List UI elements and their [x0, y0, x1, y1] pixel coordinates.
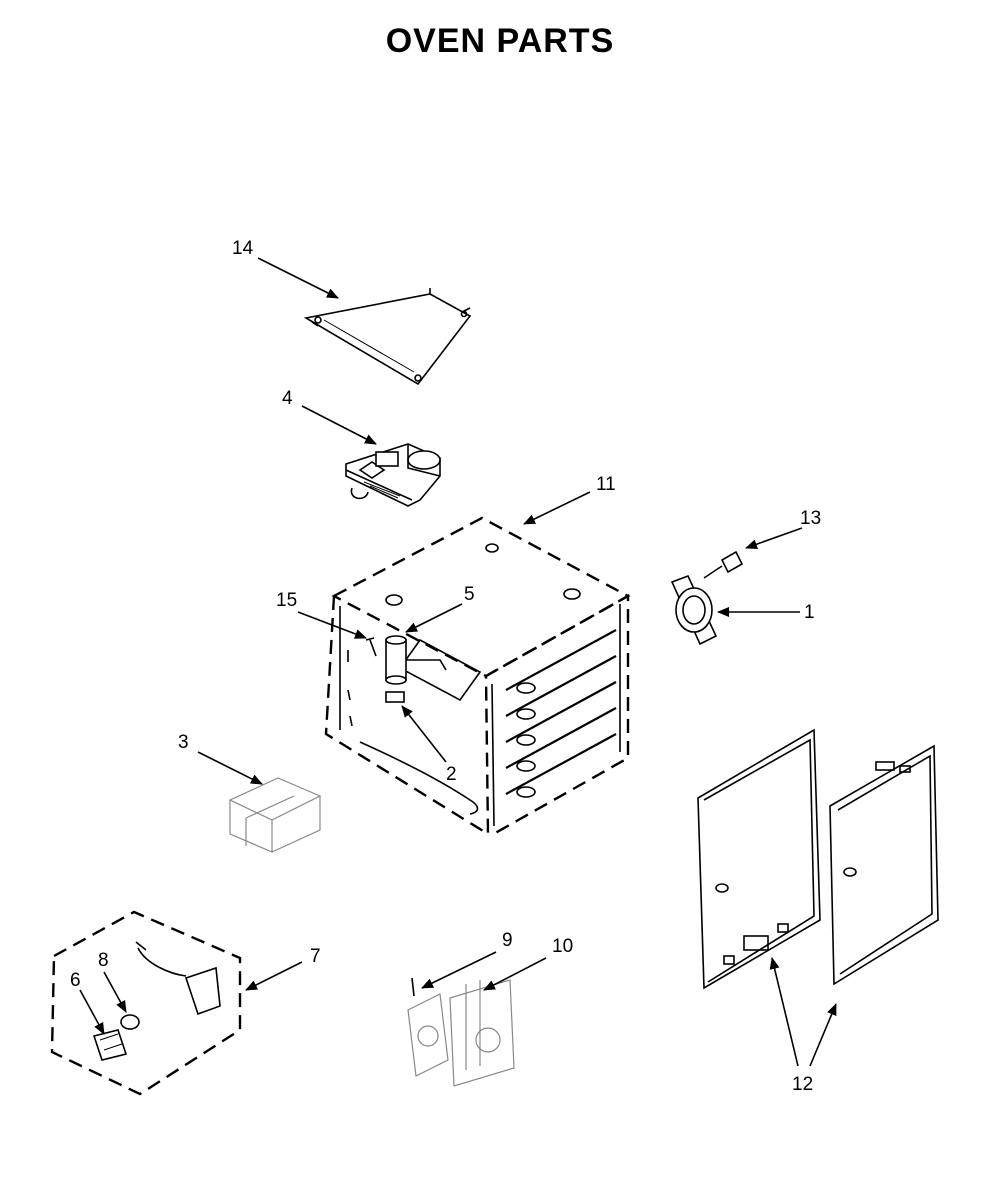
callout-12: 12 — [792, 1074, 813, 1095]
callout-8: 8 — [98, 950, 109, 971]
callout-10: 10 — [552, 936, 573, 957]
callout-14: 14 — [232, 238, 254, 259]
part-14-plate — [303, 288, 472, 386]
callout-13: 13 — [800, 508, 821, 529]
part-11-oven-cavity — [324, 516, 631, 838]
callout-4: 4 — [282, 388, 293, 409]
callout-11: 11 — [596, 474, 616, 495]
callout-9: 9 — [502, 930, 513, 951]
callout-3: 3 — [178, 732, 189, 753]
part-8-bulb — [120, 1014, 140, 1030]
part-5-sensor — [385, 635, 447, 685]
callout-6: 6 — [70, 970, 81, 991]
page-title: OVEN PARTS — [385, 22, 615, 60]
part-1-thermostat — [670, 574, 718, 646]
part-12-panel-left — [697, 728, 821, 990]
callout-5: 5 — [464, 584, 475, 605]
callout-7: 7 — [310, 946, 321, 967]
callout-1: 1 — [804, 602, 815, 623]
part-13-screw — [703, 550, 744, 579]
part-10-hinge — [407, 979, 515, 1087]
callout-15: 15 — [276, 590, 297, 611]
part-7-light-kit — [50, 910, 242, 1096]
part-15-screw — [365, 637, 377, 657]
part-9-hinge-screw — [411, 977, 415, 997]
part-12-panel-right — [829, 744, 939, 986]
part-4-latch-assembly — [345, 443, 441, 507]
callout-2: 2 — [446, 764, 457, 785]
leader-lines — [79, 257, 837, 1067]
part-6-lens — [92, 1029, 128, 1061]
part-3-insulation — [228, 777, 322, 853]
part-2-bracket — [385, 691, 405, 703]
